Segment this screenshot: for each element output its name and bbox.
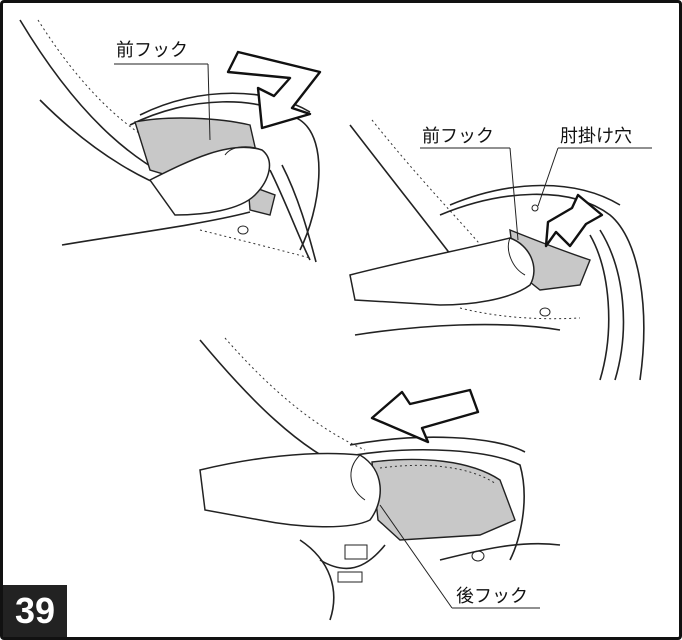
direction-arrow-icon bbox=[544, 193, 604, 248]
front-hook-label-1: 前フック bbox=[116, 40, 188, 61]
step-number-badge: 39 bbox=[3, 585, 67, 637]
direction-arrow-icon bbox=[226, 50, 322, 130]
panel-rear-hook-bottom bbox=[199, 337, 561, 621]
panel-armrest-hole-top-right bbox=[349, 119, 652, 381]
panel-front-hook-top-left bbox=[19, 19, 320, 263]
armrest-hole-label: 肘掛け穴 bbox=[560, 126, 632, 147]
front-hook-label-2: 前フック bbox=[422, 126, 494, 147]
rear-hook-label: 後フック bbox=[456, 586, 528, 607]
direction-arrow-icon bbox=[370, 388, 480, 444]
